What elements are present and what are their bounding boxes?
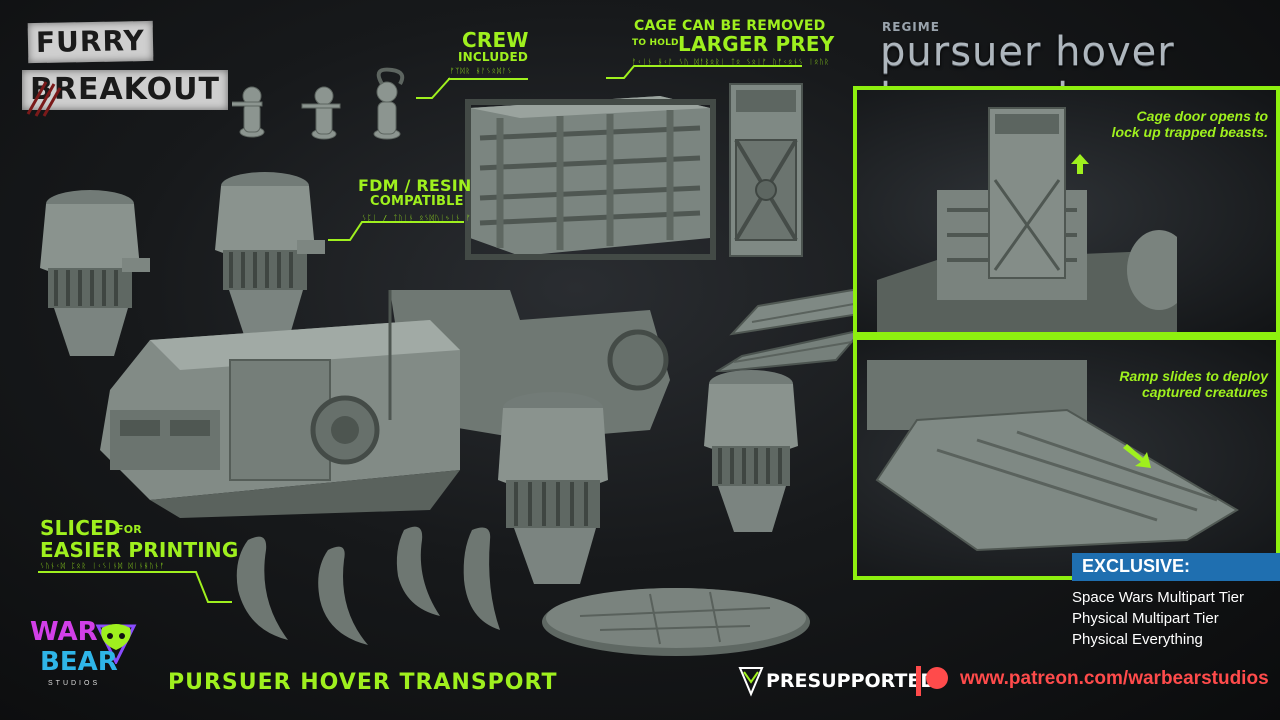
list-item: Physical Multipart Tier (1072, 610, 1219, 627)
ramp-caption: Ramp slides to deploy captured creatures (1119, 368, 1268, 400)
fdm-callout-glyphs: ᛊᛈᛁ / ᛏᚢᛁᚾ ᛟᛊᛞᚢᛁᛃᛁᚾ ᚠ (362, 214, 472, 222)
flight-base-image (542, 588, 810, 656)
presupported-label: PRESUPPORTED (766, 670, 937, 692)
cage-callout-glyphs: ᚨᚲᛁᚾ ᚺᚲᚨ ᛊᚢ ᛞᚨᛒᛟᚱᛁ ᛏᛟ ᛊᛟᛁᚠ ᚢᚠᚲᛟᚾᛊ ᛁᛟᚢᚱ (632, 58, 830, 66)
cage-callout-title: CAGE CAN BE REMOVED (634, 18, 826, 34)
logo-word-studios: STUDIOS (48, 680, 101, 687)
cage-callout-connector (606, 65, 802, 79)
arrow-up-icon (1071, 154, 1089, 174)
sliced-callout-glyphs: ᛊᚢᚾᚲᛞ ᛈᛟᚱ ᛁᚲᛊᛁᚾᛞ ᛞᛁᚾᚺᚢᚾᚠ (40, 562, 165, 570)
thruster-engine-center-1 (498, 392, 608, 584)
logo-line-furry: FURRY (27, 20, 154, 64)
crew-callout-connector (416, 77, 451, 99)
logo-word-war: WAR (30, 617, 98, 647)
crew-callout-line (448, 78, 528, 80)
sliced-callout-line2: EASIER PRINTING (40, 538, 239, 562)
cage-door-detail-panel: Cage door opens to lock up trapped beast… (853, 86, 1280, 336)
product-name: PURSUER HOVER TRANSPORT (168, 670, 558, 695)
thruster-engine-left-2 (215, 172, 325, 338)
fdm-callout-connector (328, 221, 464, 241)
list-item: Physical Everything (1072, 631, 1203, 648)
presupported-icon (738, 667, 764, 697)
patreon-icon (916, 666, 948, 696)
cage-callout-small: TO HOLD (632, 38, 679, 48)
crew-callout-glyphs: ᚠᛉᛞᚱ ᚺᚨᛊᛟᛞᚨᛊ (450, 67, 513, 75)
war-bear-studios-logo: WAR BEAR STUDIOS (30, 618, 140, 708)
sliced-callout-connector (38, 571, 232, 603)
sliced-callout-big: SLICED (40, 516, 121, 540)
claw-marks-icon (26, 81, 62, 117)
cage-door-detail-image (877, 107, 1177, 332)
hover-transport-hull-image (100, 290, 670, 518)
exclusive-tier-list: Space Wars Multipart Tier Physical Multi… (1072, 587, 1244, 650)
list-item: Space Wars Multipart Tier (1072, 589, 1244, 606)
crew-callout-title: CREW (462, 28, 529, 52)
crew-figures-image (232, 67, 405, 140)
cage-door-caption: Cage door opens to lock up trapped beast… (1111, 108, 1268, 140)
patreon-link[interactable]: www.patreon.com/warbearstudios (960, 668, 1269, 689)
fdm-callout-title: FDM / RESIN (358, 176, 472, 195)
crew-callout-subtitle: INCLUDED (458, 50, 528, 64)
claw-pieces-image (236, 526, 500, 645)
logo-word-bear: BEAR (40, 647, 118, 677)
cage-door-image (729, 83, 803, 257)
exclusive-heading-badge: EXCLUSIVE: (1072, 553, 1280, 581)
logo-line-breakout: BREAKOUT (22, 70, 228, 110)
ramp-detail-image (867, 360, 1239, 552)
exclusive-heading: EXCLUSIVE: (1082, 556, 1191, 576)
arrow-down-right-icon (1123, 444, 1151, 468)
thruster-engine-center-2 (704, 370, 798, 532)
fdm-callout-subtitle: COMPATIBLE (370, 194, 464, 209)
ramp-detail-panel: Ramp slides to deploy captured creatures (853, 336, 1280, 580)
thruster-engine-left-1 (40, 190, 150, 356)
title-prefix: REGIME (882, 20, 940, 34)
bear-skull-icon (95, 624, 137, 664)
cage-model-image (465, 96, 716, 260)
furry-breakout-logo: FURRY BREAKOUT (22, 18, 228, 118)
sliced-callout-small: FOR (116, 523, 142, 536)
cage-callout-big: LARGER PREY (678, 32, 835, 56)
